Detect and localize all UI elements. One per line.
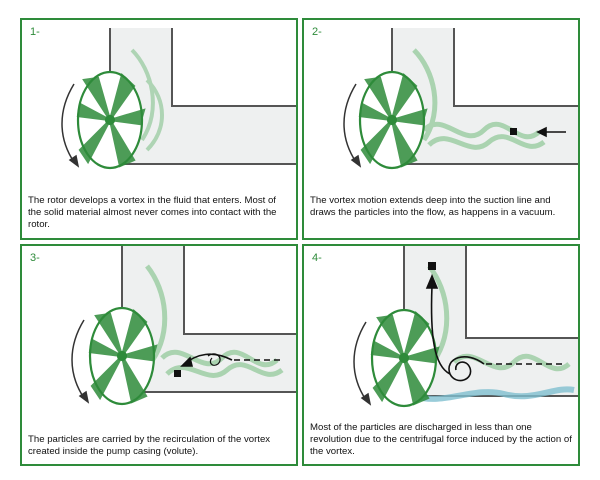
panel-2-illustration (343, 28, 578, 170)
panel-2: 2- The vortex motion extends deep into t… (302, 18, 580, 240)
solid-particle-icon (428, 262, 436, 270)
rotation-arrow-icon (353, 321, 372, 406)
pump-casing (391, 28, 578, 165)
rotor-impeller (358, 70, 428, 170)
panel-4-caption: Most of the particles are discharged in … (310, 422, 572, 457)
rotation-arrow-icon (61, 83, 80, 168)
panel-1-caption: The rotor develops a vortex in the fluid… (28, 195, 277, 230)
panel-2-caption: The vortex motion extends deep into the … (310, 195, 556, 218)
rotor-impeller (76, 70, 146, 170)
panel-3-illustration (71, 246, 296, 406)
panel-1-illustration (61, 28, 296, 170)
panel-4-number: 4- (312, 252, 322, 264)
panel-3-number: 3- (30, 252, 40, 264)
suction-flow-arrow-icon (536, 126, 566, 138)
solid-particle-icon (510, 128, 517, 135)
rotor-impeller (88, 306, 158, 406)
vortex-swirl (145, 264, 284, 378)
rotor-impeller (370, 308, 440, 408)
solid-particle-icon (174, 370, 181, 377)
panel-3: 3- The particles are carried by the reci… (20, 244, 298, 466)
rotation-arrow-icon (343, 83, 362, 168)
rotation-arrow-icon (71, 319, 90, 404)
vortex-swirl (130, 48, 164, 152)
vortex-swirl (412, 48, 546, 150)
recirculation-arrow-icon (180, 353, 284, 367)
panel-1: 1- The rotor develops a vortex in the fl… (20, 18, 298, 240)
discharge-flow (413, 386, 575, 402)
pump-casing (109, 28, 296, 165)
panel-3-caption: The particles are carried by the recircu… (28, 434, 271, 457)
panel-2-number: 2- (312, 26, 322, 38)
panel-1-number: 1- (30, 26, 40, 38)
panel-4: 4- Most of the particles are discharged … (302, 244, 580, 466)
particle-path-icon (425, 273, 566, 382)
panel-4-illustration (353, 246, 578, 408)
